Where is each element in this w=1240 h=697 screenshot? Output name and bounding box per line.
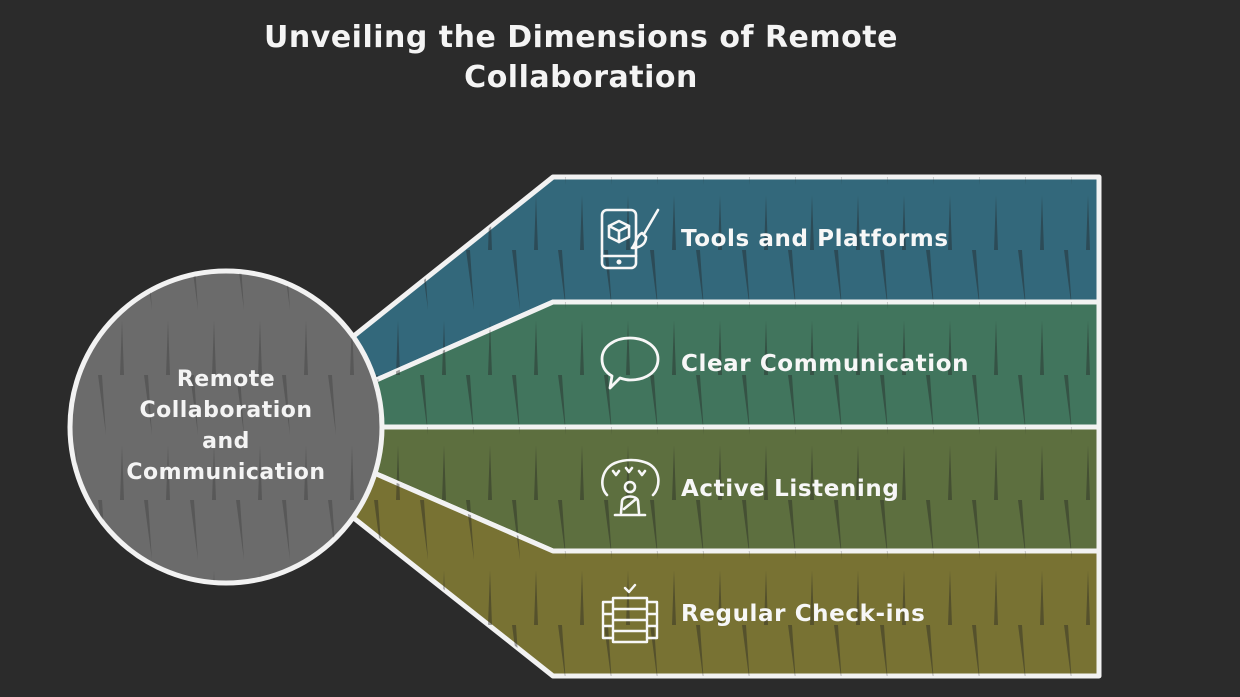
title-line-1: Unveiling the Dimensions of Remote — [264, 20, 898, 55]
checklist-calendar-icon — [601, 583, 659, 644]
bands-group — [349, 174, 1102, 679]
hub-label-line: Collaboration — [139, 398, 313, 423]
hub-label: Remote Collaboration and Communication — [96, 364, 356, 488]
band-clear-communication-texture — [373, 302, 1099, 427]
band-active-listening-texture — [373, 427, 1099, 551]
hub-circle-group — [67, 268, 385, 586]
speech-bubble-icon — [600, 336, 660, 390]
band-tools-and-platforms-texture — [351, 177, 1099, 382]
band-label-clear-communication: Clear Communication — [681, 351, 970, 377]
hub-label-line: and — [202, 429, 250, 454]
hub-label-line: Remote — [176, 367, 276, 392]
band-label-active-listening: Active Listening — [681, 476, 900, 502]
hub-texture — [72, 273, 380, 581]
hub-label-line: Communication — [126, 460, 326, 485]
diagram-title: Unveiling the Dimensions of Remote Colla… — [0, 18, 1162, 98]
band-label-regular-check-ins: Regular Check-ins — [681, 601, 926, 627]
mobile-3d-design-icon — [600, 208, 660, 270]
listening-person-icon — [601, 458, 660, 517]
title-line-2: Collaboration — [464, 60, 698, 95]
band-label-tools-and-platforms: Tools and Platforms — [681, 226, 949, 252]
band-regular-check-ins-texture — [351, 472, 1099, 676]
